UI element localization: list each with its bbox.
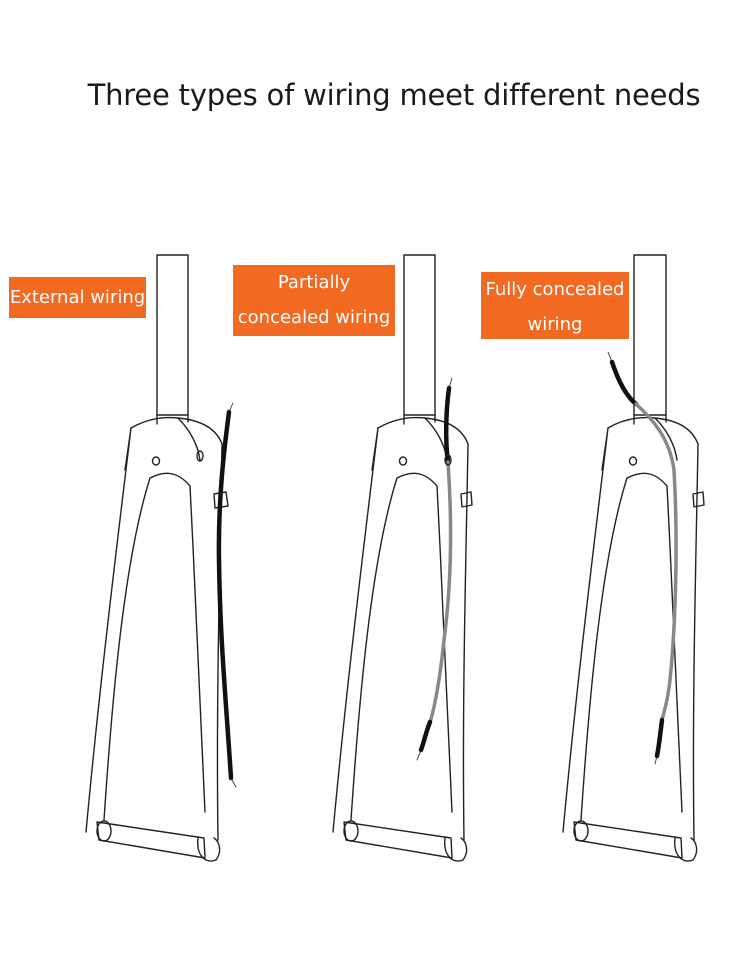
label-fully-concealed-wiring: Fully concealed wiring: [481, 272, 629, 339]
fork-2-cable-end-bottom: [416, 749, 422, 761]
label-full-line2: wiring: [527, 314, 583, 335]
label-partially-concealed-wiring: Partially concealed wiring: [233, 265, 395, 336]
label-external-wiring: External wiring: [9, 277, 146, 318]
fork-3-steerer-base: [633, 414, 667, 425]
page-title: Three types of wiring meet different nee…: [87, 78, 701, 112]
fork-3-left-dropout: [573, 820, 589, 842]
fork-2-right-dropout: [444, 837, 468, 862]
fork-2-left-dropout: [343, 820, 359, 842]
fork-1-right-dropout: [197, 837, 221, 862]
fork-fully-concealed-wiring: [562, 254, 705, 862]
fork-3-inner-arch: [580, 472, 683, 821]
fork-1-cable-end-top: [228, 402, 234, 413]
fork-2-left-leg: [332, 427, 379, 833]
fork-3-steerer-tube: [633, 254, 667, 416]
fork-2-axle: [343, 821, 453, 859]
fork-2-cable-entry: [444, 454, 452, 466]
fork-3-right-leg: [654, 417, 699, 841]
fork-3-axle: [573, 821, 683, 859]
fork-1-steerer-tube: [156, 254, 189, 416]
fork-3-cable-end-bottom: [654, 755, 658, 765]
fork-2-hidden-cable: [428, 460, 453, 724]
fork-3-visible-cable-bottom: [654, 717, 665, 759]
fork-2-steerer-base: [403, 414, 436, 425]
fork-2-inner-arch: [350, 472, 453, 821]
fork-1-left-leg: [85, 427, 132, 833]
fork-2-visible-cable-top: [443, 385, 452, 465]
fork-3-visible-cable-top: [609, 359, 639, 407]
fork-2-crown: [377, 416, 469, 445]
fork-1-left-dropout: [96, 820, 112, 842]
label-external-text: External wiring: [9, 287, 146, 308]
fork-1-inner-arch: [103, 472, 206, 821]
fork-2-brake-hole: [398, 456, 408, 466]
fork-2-cable-end-top: [448, 377, 453, 389]
label-full-line1: Fully concealed: [485, 279, 625, 300]
label-partial-line2: concealed wiring: [237, 307, 391, 328]
fork-2-cable-guide: [460, 491, 473, 508]
fork-2-steerer-tube: [403, 254, 436, 416]
fork-1-external-cable: [216, 409, 234, 781]
fork-external-wiring: [85, 254, 237, 862]
fork-2-visible-cable-bottom: [418, 719, 433, 753]
label-partial-line1: Partially: [277, 272, 351, 293]
fork-3-cable-end-top: [607, 351, 613, 363]
fork-1-cable-end-bottom: [230, 777, 237, 788]
fork-3-hidden-cable: [634, 402, 678, 722]
fork-1-brake-hole: [151, 456, 161, 466]
fork-3-left-leg: [562, 427, 609, 833]
fork-1-crown-hole: [196, 450, 204, 462]
fork-partially-concealed-wiring: [332, 254, 473, 862]
fork-3-right-dropout: [674, 837, 698, 862]
fork-1-steerer-base: [156, 414, 189, 425]
fork-3-cable-guide: [692, 491, 705, 508]
fork-3-brake-hole: [628, 456, 638, 466]
fork-1-axle: [96, 821, 206, 859]
fork-1-crown: [130, 416, 223, 445]
